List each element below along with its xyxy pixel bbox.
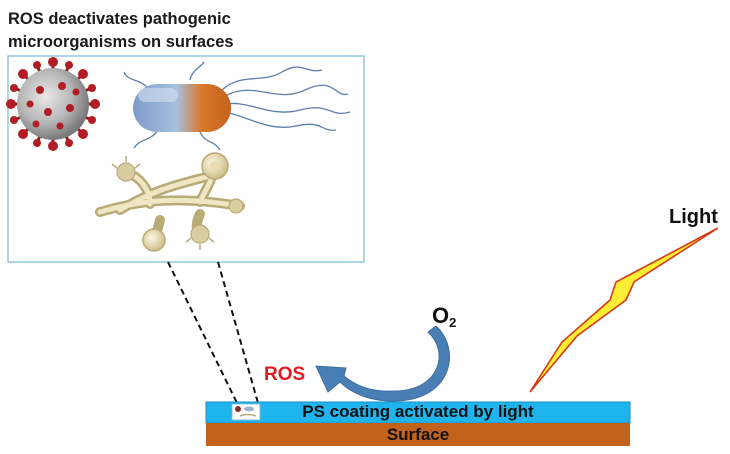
inset-connector-right xyxy=(217,261,259,404)
oxygen-symbol: O xyxy=(432,303,450,328)
virus-icon xyxy=(6,57,100,151)
surface-label: Surface xyxy=(386,425,450,444)
oxygen-subscript: 2 xyxy=(449,315,457,330)
bacterium-icon xyxy=(123,61,351,151)
coating-label: PS coating activated by light xyxy=(302,402,534,421)
diagram-caption: ROS deactivates pathogenic microorganism… xyxy=(8,8,308,54)
caption-line-1: ROS deactivates pathogenic xyxy=(8,10,231,28)
lightning-bolt-icon xyxy=(529,227,719,393)
o2-to-ros-arrow xyxy=(315,325,450,402)
light-label: Light xyxy=(669,206,718,228)
oxygen-label: O2 xyxy=(432,303,456,330)
inset-connector-left xyxy=(167,261,238,404)
coating-microbe-thumbnail xyxy=(231,403,261,421)
surface-layer xyxy=(206,423,630,446)
fungus-icon xyxy=(95,152,245,252)
ros-label: ROS xyxy=(264,364,306,385)
caption-line-2: microorganisms on surfaces xyxy=(8,33,234,51)
